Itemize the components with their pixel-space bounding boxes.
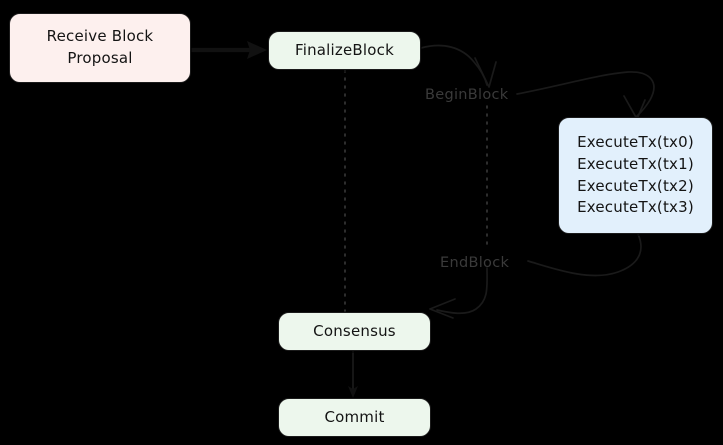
node-label-line: Consensus <box>313 321 396 340</box>
arrowhead-consensus-to-commit <box>348 386 358 398</box>
execute-tx-line-2: ExecuteTx(tx2) <box>577 176 694 195</box>
edge-label-begin-block: BeginBlock <box>425 87 509 103</box>
execute-tx-line-0: ExecuteTx(tx0) <box>577 133 694 151</box>
arrowhead-finalize-to-beginblock <box>474 57 497 88</box>
edge-label-end-block: EndBlock <box>440 255 510 271</box>
edge-executetx-to-endblock <box>527 233 642 277</box>
node-label-line: Receive Block <box>46 27 154 46</box>
node-finalize-block[interactable]: FinalizeBlock <box>268 31 421 70</box>
edge-endblock-to-consensus <box>436 267 488 315</box>
execute-tx-line-1: ExecuteTx(tx1) <box>577 154 694 173</box>
arrowhead-beginblock-to-executetx <box>623 95 646 120</box>
node-label-line: Commit <box>324 407 385 426</box>
node-receive-block-proposal[interactable]: Receive Block Proposal <box>9 13 191 83</box>
edge-beginblock-to-executetx <box>516 71 655 118</box>
node-consensus[interactable]: Consensus <box>278 312 431 351</box>
edge-finalize-to-beginblock <box>420 44 488 86</box>
node-execute-tx[interactable]: ExecuteTx(tx0) ExecuteTx(tx1) ExecuteTx(… <box>558 117 713 234</box>
arrowhead-proposal-to-finalize <box>247 41 267 59</box>
execute-tx-line-3: ExecuteTx(tx3) <box>577 198 694 217</box>
node-label-line: FinalizeBlock <box>294 40 394 59</box>
node-label-line: Proposal <box>67 49 133 67</box>
arrowhead-endblock-to-consensus <box>429 298 456 319</box>
node-commit[interactable]: Commit <box>278 398 431 437</box>
